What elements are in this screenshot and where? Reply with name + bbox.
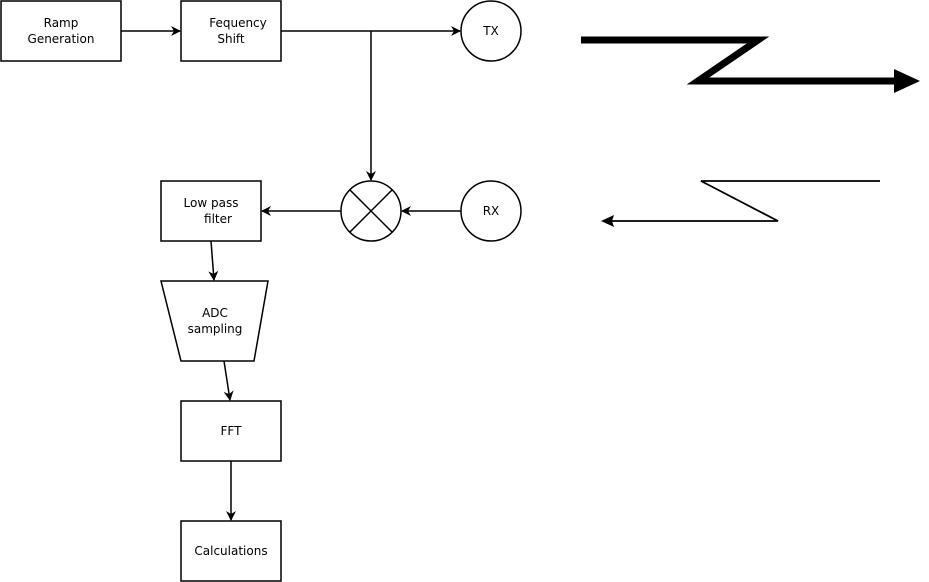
ramp-generation-label-line1: Ramp <box>44 16 79 30</box>
fft-label: FFT <box>221 424 243 438</box>
arrow-adc-to-fft <box>223 360 234 401</box>
frequency-shift-block: Fequency Shift <box>180 0 282 62</box>
fft-block: FFT <box>180 400 282 462</box>
mixer-cross-line-2 <box>349 189 393 233</box>
low-pass-filter-label-line2: filter <box>204 212 232 226</box>
calculations-label: Calculations <box>194 544 267 558</box>
transmitted-signal-arrowhead <box>894 69 920 93</box>
received-signal-arrowhead <box>601 215 614 227</box>
rx-node: RX <box>460 180 522 242</box>
adc-sampling-block: ADC sampling <box>160 280 269 362</box>
arrow-low-pass-filter-to-adc <box>208 240 219 281</box>
low-pass-filter-label-line1: Low pass <box>184 196 239 210</box>
frequency-shift-label-line1: Fequency <box>209 16 267 30</box>
tx-label: TX <box>482 24 499 38</box>
low-pass-filter-block: Low pass filter <box>160 180 262 242</box>
received-signal-path <box>610 180 880 222</box>
calculations-block: Calculations <box>180 520 282 582</box>
ramp-generation-block: Ramp Generation <box>0 0 122 62</box>
adc-sampling-label-line2: sampling <box>188 322 243 336</box>
adc-sampling-label-line1: ADC <box>202 306 228 320</box>
mixer-node <box>340 180 402 242</box>
rx-label: RX <box>483 204 500 218</box>
transmitted-signal-path <box>581 36 898 85</box>
received-signal-arrow <box>601 180 880 227</box>
frequency-shift-label-line2: Shift <box>217 32 245 46</box>
tx-node: TX <box>460 0 522 62</box>
ramp-generation-label-line2: Generation <box>28 32 95 46</box>
transmitted-signal-arrow <box>581 36 920 93</box>
